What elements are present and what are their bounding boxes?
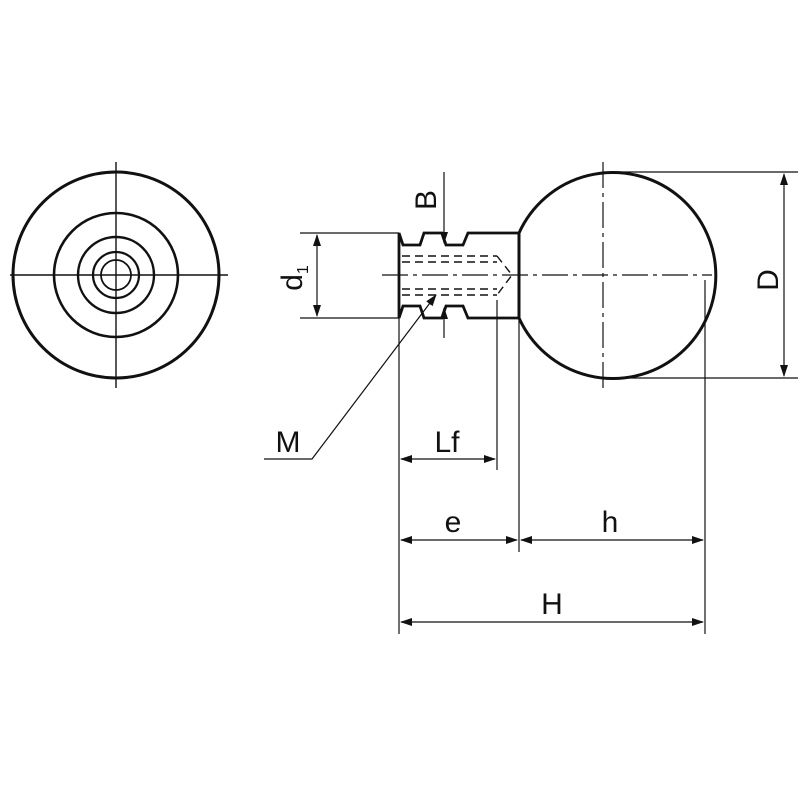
label-Lf: Lf — [434, 426, 460, 459]
dim-M-leader — [264, 294, 437, 460]
ball-head-outline — [517, 171, 718, 380]
label-M: M — [276, 426, 301, 459]
dimension-labels: B d1 D M Lf e h H — [276, 190, 786, 621]
internal-thread-hidden-lines — [402, 255, 513, 296]
dimensions — [264, 171, 798, 634]
label-D: D — [752, 269, 785, 291]
label-e: e — [445, 506, 462, 539]
side-view — [382, 162, 718, 390]
label-h: h — [602, 506, 619, 539]
label-H: H — [541, 588, 563, 621]
front-view — [10, 162, 228, 388]
label-B: B — [410, 190, 443, 210]
label-d1: d1 — [276, 265, 312, 291]
